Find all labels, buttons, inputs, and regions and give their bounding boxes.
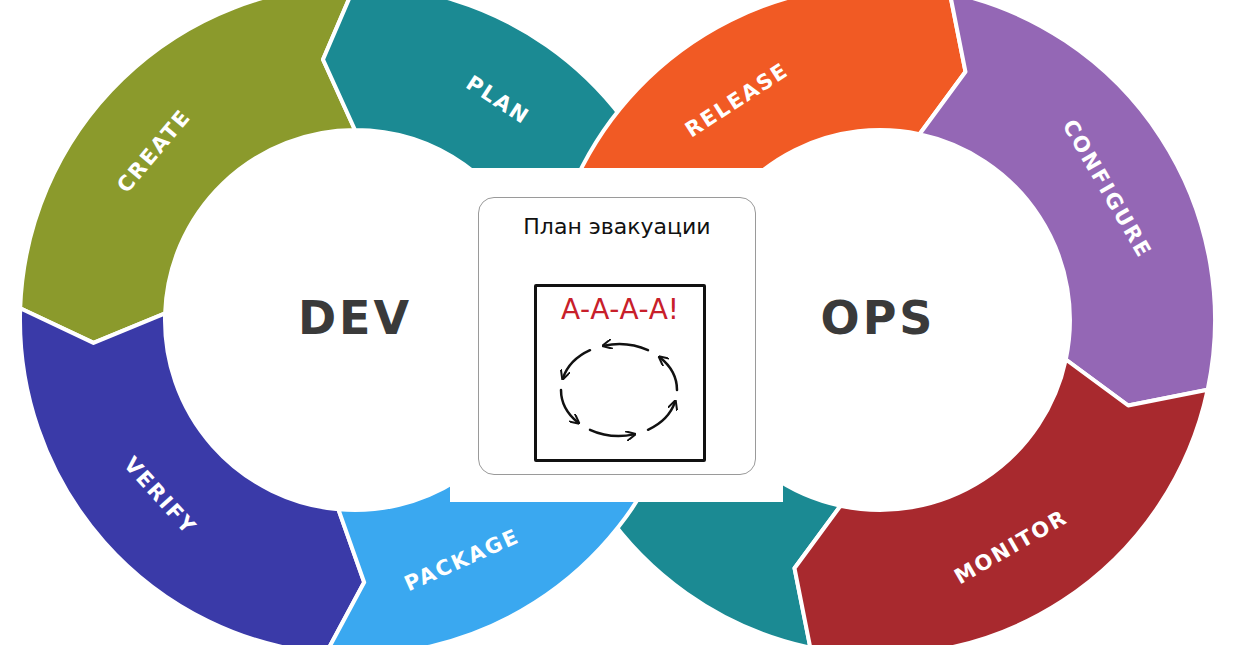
- segment-label-holder: PACKAGE: [401, 524, 523, 596]
- segment-path: [20, 308, 364, 645]
- doodle-arrow: [561, 390, 578, 423]
- stage-label: RELEASE: [681, 58, 793, 142]
- stage-label: PACKAGE: [401, 524, 523, 596]
- doodle-arrow: [563, 350, 590, 378]
- white-panel: [450, 168, 783, 502]
- stage-label: PLAN: [462, 71, 534, 130]
- label-holder: DEV: [298, 291, 412, 345]
- segment-label-holder: VERIFY: [119, 452, 201, 540]
- text-holder: План эвакуации: [479, 214, 755, 239]
- segment-label-holder: MONITOR: [950, 505, 1072, 589]
- segment-label-holder: PLAN: [462, 71, 534, 130]
- segment-label-holder: CREATE: [112, 105, 195, 198]
- loop-title: DEV: [298, 291, 412, 345]
- label-holder: OPS: [821, 291, 936, 345]
- segment-path: [795, 360, 1208, 645]
- stage-label: CREATE: [112, 105, 195, 198]
- segment-label-holder: CONFIGURE: [1058, 115, 1157, 262]
- stage-label: CONFIGURE: [1058, 115, 1157, 262]
- loop-title: OPS: [821, 291, 936, 345]
- sign-card: План эвакуацииА-А-А-А!: [478, 197, 756, 475]
- segment-path: [920, 0, 1216, 406]
- doodle-arrow: [604, 344, 648, 350]
- plan-box: А-А-А-А!: [534, 284, 706, 462]
- segment-label-holder: RELEASE: [681, 58, 793, 142]
- sign-title: План эвакуации: [523, 214, 710, 239]
- text-holder: А-А-А-А!: [537, 293, 703, 326]
- doodle-arrow: [660, 358, 677, 391]
- stage-label: MONITOR: [950, 505, 1072, 589]
- doodle-arrow: [590, 430, 634, 436]
- scream-text: А-А-А-А!: [561, 293, 679, 326]
- stage-label: VERIFY: [119, 452, 201, 540]
- doodle-arrow: [648, 402, 675, 430]
